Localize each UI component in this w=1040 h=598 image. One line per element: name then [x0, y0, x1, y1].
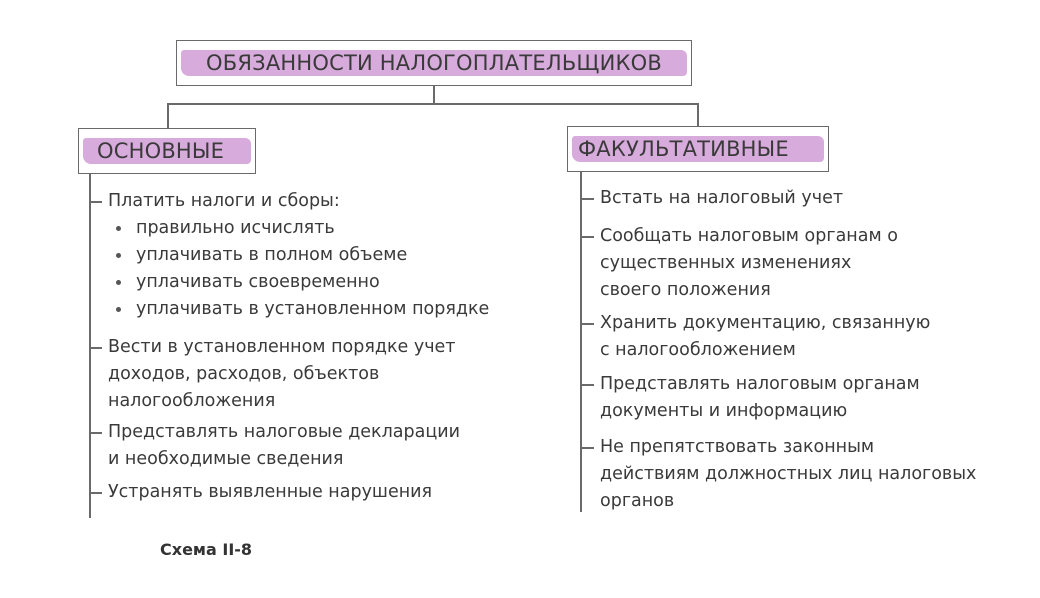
- bullet-item: правильно исчислять: [108, 215, 489, 242]
- title-highlight: [181, 50, 687, 76]
- item-dash: [582, 384, 594, 386]
- connector-left-down: [167, 103, 169, 128]
- item-dash: [90, 201, 102, 203]
- optional-header-box: ФАКУЛЬТАТИВНЫЕ: [567, 126, 829, 172]
- diagram-title: ОБЯЗАННОСТИ НАЛОГОПЛАТЕЛЬЩИКОВ: [206, 51, 662, 75]
- optional-highlight: [572, 136, 824, 162]
- optional-spine: [580, 172, 582, 512]
- optional-item-2: Сообщать налоговым органам о существенны…: [582, 223, 898, 304]
- connector-horizontal: [167, 103, 698, 105]
- item-line: доходов, расходов, объектов: [108, 364, 380, 384]
- item-line: действиям должностных лиц налоговых: [600, 464, 977, 484]
- bullet-item: уплачивать в установленном порядке: [108, 296, 489, 323]
- item-dash: [582, 323, 594, 325]
- item-line: и необходимые сведения: [108, 449, 344, 469]
- item-line: своего положения: [600, 280, 771, 300]
- optional-item-4: Представлять налоговым органам документы…: [582, 371, 920, 425]
- item-line: Хранить документацию, связанную: [600, 313, 931, 333]
- item-line: органов: [600, 491, 675, 511]
- item-line: Представлять налоговым органам: [600, 374, 920, 394]
- item-line: налогообложения: [108, 391, 276, 411]
- optional-header: ФАКУЛЬТАТИВНЫЕ: [578, 137, 789, 161]
- item-line: Встать на налоговый учет: [600, 188, 844, 208]
- basic-header: ОСНОВНЫЕ: [97, 139, 225, 163]
- item-line: существенных изменениях: [600, 253, 852, 273]
- item-dash: [582, 447, 594, 449]
- item-line: Сообщать налоговым органам о: [600, 226, 898, 246]
- basic-spine: [89, 174, 91, 518]
- item-line: с налогообложением: [600, 340, 796, 360]
- bullet-item: уплачивать в полном объеме: [108, 242, 489, 269]
- basic-item-3: Представлять налоговые декларации и необ…: [90, 419, 461, 473]
- item-dash: [582, 198, 594, 200]
- optional-item-5: Не препятствовать законным действиям дол…: [582, 434, 977, 515]
- diagram-caption: Схема II-8: [160, 540, 253, 559]
- item-dash: [90, 432, 102, 434]
- item-dash: [90, 492, 102, 494]
- connector-title-down: [433, 86, 435, 104]
- optional-item-3: Хранить документацию, связанную с налого…: [582, 310, 931, 364]
- bullet-item: уплачивать своевременно: [108, 269, 489, 296]
- item-line: документы и информацию: [600, 401, 848, 421]
- item-dash: [90, 347, 102, 349]
- item-line: Вести в установленном порядке учет: [108, 337, 456, 357]
- basic-highlight: [83, 138, 251, 164]
- item-dash: [582, 236, 594, 238]
- optional-item-1: Встать на налоговый учет: [582, 185, 844, 212]
- title-box: ОБЯЗАННОСТИ НАЛОГОПЛАТЕЛЬЩИКОВ: [176, 40, 692, 86]
- connector-right-down: [697, 103, 699, 126]
- item-line: Устранять выявленные нарушения: [108, 482, 433, 502]
- item-line: Не препятствовать законным: [600, 437, 875, 457]
- item-line: Платить налоги и сборы:: [108, 191, 340, 211]
- basic-header-box: ОСНОВНЫЕ: [78, 128, 256, 174]
- basic-item-2: Вести в установленном порядке учет доход…: [90, 334, 456, 415]
- basic-item-1: Платить налоги и сборы: правильно исчисл…: [90, 188, 489, 323]
- item-line: Представлять налоговые декларации: [108, 422, 461, 442]
- basic-item-4: Устранять выявленные нарушения: [90, 479, 433, 506]
